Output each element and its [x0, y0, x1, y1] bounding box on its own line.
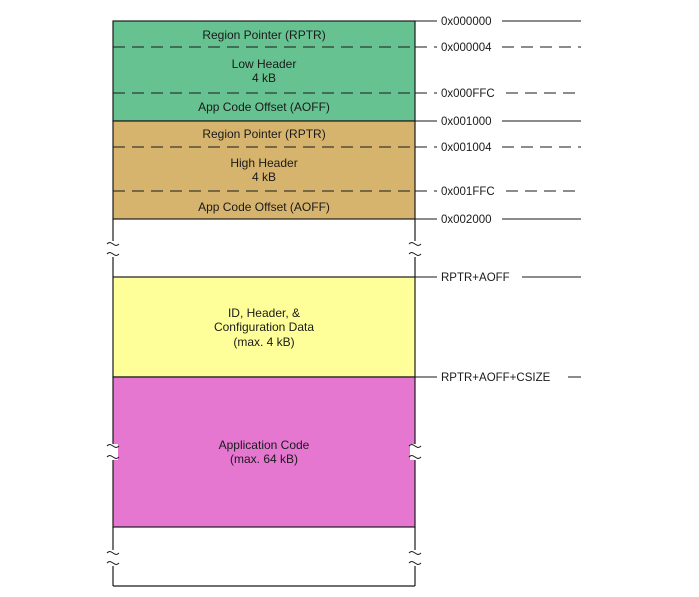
config-line-2: Configuration Data [214, 320, 314, 334]
high-header-rptr-label: Region Pointer (RPTR) [202, 127, 325, 141]
address-markers: 0x000000 0x000004 0x000FFC 0x001000 0x00… [415, 16, 581, 384]
high-header-fill [112, 120, 416, 220]
address-label: 0x002000 [441, 214, 492, 226]
high-header-aoff-label: App Code Offset (AOFF) [198, 200, 330, 214]
app-code-line-2: (max. 64 kB) [230, 452, 298, 466]
gap-region-2 [106, 527, 422, 587]
app-code-block: Application Code (max. 64 kB) [106, 376, 422, 528]
config-block: ID, Header, & Configuration Data (max. 4… [112, 276, 416, 378]
address-label: 0x001004 [441, 142, 492, 154]
low-header-aoff-label: App Code Offset (AOFF) [198, 100, 330, 114]
break-mark-icon [408, 444, 422, 459]
gap-region-1 [106, 219, 422, 277]
low-header-title: Low Header [232, 57, 297, 71]
config-fill [112, 276, 416, 378]
config-line-3: (max. 4 kB) [233, 335, 294, 349]
address-label: 0x001FFC [441, 186, 495, 198]
low-header-block: Region Pointer (RPTR) Low Header 4 kB Ap… [112, 20, 416, 122]
break-mark-icon [106, 242, 120, 256]
address-label: RPTR+AOFF+CSIZE [441, 372, 551, 384]
high-header-block: Region Pointer (RPTR) High Header 4 kB A… [112, 120, 416, 220]
address-label: RPTR+AOFF [441, 272, 510, 284]
high-header-title: High Header [230, 156, 297, 170]
low-header-fill [112, 20, 416, 122]
break-mark-icon [106, 444, 120, 459]
break-mark-icon [106, 551, 120, 565]
address-label: 0x001000 [441, 116, 492, 128]
address-label: 0x000FFC [441, 88, 495, 100]
low-header-rptr-label: Region Pointer (RPTR) [202, 28, 325, 42]
app-code-line-1: Application Code [219, 438, 310, 452]
address-label: 0x000004 [441, 42, 492, 54]
address-label: 0x000000 [441, 16, 492, 28]
config-line-1: ID, Header, & [228, 306, 300, 320]
break-mark-icon [408, 551, 422, 565]
high-header-size: 4 kB [252, 170, 276, 184]
break-mark-icon [408, 242, 422, 256]
low-header-size: 4 kB [252, 71, 276, 85]
